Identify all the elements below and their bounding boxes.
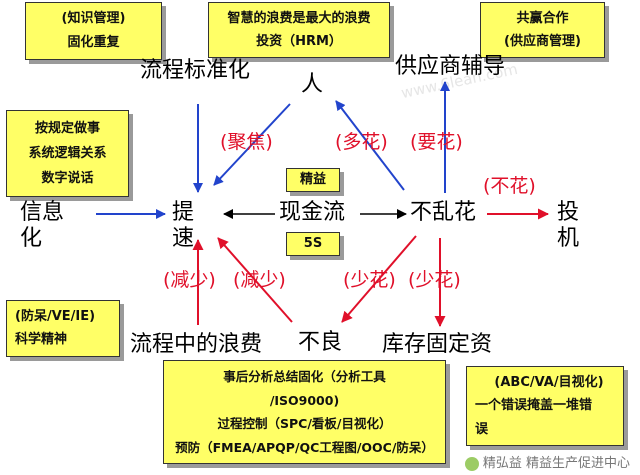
footer-credit: 精弘益 精益生产促进中心 bbox=[464, 452, 630, 471]
abc-line-2: 一个错误掩盖一堆错 bbox=[475, 398, 593, 414]
analysis-line-3: 过程控制（SPC/看板/目视化） bbox=[217, 416, 392, 432]
fives-box: 5S bbox=[286, 232, 340, 256]
analysis-line-2: /ISO9000) bbox=[269, 392, 340, 408]
label-mustspend: (要花) bbox=[410, 131, 463, 153]
wisdom-box: 智慧的浪费是最大的浪费 投资（HRM） bbox=[208, 2, 390, 58]
node-nospend: 不乱花 bbox=[410, 200, 477, 225]
abc-line-3: 误 bbox=[475, 421, 489, 437]
winwin-box: 共赢合作 (供应商管理) bbox=[480, 2, 605, 58]
node-standardize: 流程标准化 bbox=[140, 58, 251, 83]
wechat-icon bbox=[464, 456, 479, 471]
abc-box: (ABC/VA/目视化) 一个错误掩盖一堆错 误 bbox=[466, 366, 624, 446]
arrow-nospend-to-defect bbox=[341, 235, 417, 323]
foolproof-box: (防呆/VE/IE) 科学精神 bbox=[6, 300, 120, 357]
footer-text: 精弘益 精益生产促进中心 bbox=[482, 456, 630, 471]
wisdom-line-1: 智慧的浪费是最大的浪费 bbox=[227, 10, 371, 26]
arrow-nospend-to-people bbox=[335, 100, 405, 191]
node-inventory: 库存固定资 bbox=[382, 332, 493, 357]
rules-line-2: 系统逻辑关系 bbox=[28, 145, 107, 161]
lean-label: 精益 bbox=[299, 172, 326, 188]
knowledge-box: (知识管理) 固化重复 bbox=[25, 2, 162, 60]
abc-line-1: (ABC/VA/目视化) bbox=[494, 374, 604, 390]
rules-line-1: 按规定做事 bbox=[34, 120, 100, 136]
node-speedup: 提速 bbox=[172, 200, 195, 252]
node-people: 人 bbox=[301, 72, 324, 97]
node-cashflow: 现金流 bbox=[279, 200, 346, 225]
label-reduce-2: (减少) bbox=[233, 269, 286, 291]
node-informatize: 信息化 bbox=[20, 200, 65, 252]
label-focus: (聚焦) bbox=[220, 131, 273, 153]
winwin-line-1: 共赢合作 bbox=[516, 10, 569, 26]
analysis-line-1: 事后分析总结固化（分析工具 bbox=[223, 369, 386, 385]
knowledge-line-1: (知识管理) bbox=[61, 11, 126, 27]
node-invest: 投机 bbox=[557, 200, 580, 252]
rules-line-3: 数字说话 bbox=[41, 170, 94, 186]
rules-box: 按规定做事 系统逻辑关系 数字说话 bbox=[6, 110, 129, 197]
label-lessspend-2: (少花) bbox=[408, 269, 461, 291]
knowledge-line-2: 固化重复 bbox=[67, 35, 120, 51]
label-reduce-1: (减少) bbox=[163, 269, 216, 291]
winwin-line-2: (供应商管理) bbox=[504, 33, 581, 49]
node-supplier: 供应商辅导 bbox=[395, 54, 506, 79]
wisdom-line-2: 投资（HRM） bbox=[256, 33, 342, 49]
label-notspend: (不花) bbox=[483, 175, 536, 197]
lean-box: 精益 bbox=[286, 168, 340, 192]
foolproof-line-1: (防呆/VE/IE) bbox=[15, 308, 96, 324]
analysis-line-4: 预防（FMEA/APQP/QC工程图/OOC/防呆） bbox=[175, 439, 434, 455]
label-lessspend-1: (少花) bbox=[343, 269, 396, 291]
arrow-people-to-speedup bbox=[213, 103, 291, 186]
node-processwaste: 流程中的浪费 bbox=[130, 332, 263, 357]
arrow-defect-to-speedup bbox=[217, 237, 293, 323]
fives-label: 5S bbox=[303, 236, 323, 252]
foolproof-line-2: 科学精神 bbox=[15, 332, 68, 348]
analysis-box: 事后分析总结固化（分析工具 /ISO9000) 过程控制（SPC/看板/目视化）… bbox=[163, 360, 446, 464]
label-morespend: (多花) bbox=[335, 131, 388, 153]
node-defect: 不良 bbox=[298, 330, 343, 355]
